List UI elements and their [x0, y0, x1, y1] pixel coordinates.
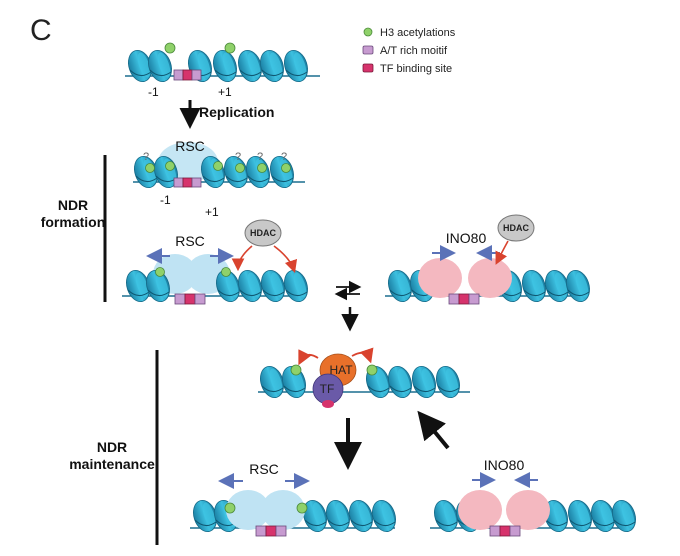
replication-label: Replication: [199, 104, 274, 120]
ino80-complex: [506, 490, 550, 530]
nucleosome: [372, 500, 396, 532]
nucleosome: [213, 50, 237, 82]
question-mark: ?: [281, 151, 287, 163]
ino80-complex: [468, 258, 512, 298]
hat-label: HAT: [329, 363, 353, 377]
formation-label-2: formation: [41, 214, 106, 230]
minus1-label: -1: [160, 193, 171, 207]
diagonal-arrow: [417, 410, 450, 450]
nucleosome: [126, 270, 150, 302]
hdac-label: HDAC: [503, 223, 529, 233]
minus1-label: -1: [148, 85, 159, 99]
question-mark: ?: [257, 151, 263, 163]
acetylation-mark: [224, 42, 236, 54]
nucleosome: [284, 270, 308, 302]
tf-label: TF: [320, 382, 335, 396]
nucleosome-group: [193, 500, 396, 532]
equilibrium-arrows-icon: [334, 280, 362, 301]
nucleosome: [412, 366, 436, 398]
at-motif-legend-icon: [362, 45, 374, 55]
red-arrow: [351, 347, 374, 364]
ino80-label: INO80: [484, 457, 525, 473]
question-mark: ?: [143, 151, 149, 163]
tf-site-legend-icon: [362, 63, 374, 73]
nucleosome: [148, 50, 172, 82]
row-initial: -1 +1: [125, 42, 320, 99]
acetylation-mark: [164, 42, 176, 54]
nucleosome: [260, 366, 284, 398]
rsc-label: RSC: [175, 138, 205, 154]
nucleosome: [522, 270, 546, 302]
nucleosome: [544, 500, 568, 532]
rsc-label: RSC: [249, 461, 279, 477]
nucleosome: [238, 270, 262, 302]
nucleosome-group: [128, 50, 308, 82]
nucleosome: [238, 50, 262, 82]
at-motif-box: [173, 69, 184, 81]
hdac-label: HDAC: [250, 228, 276, 238]
hdac-complex: [497, 214, 535, 242]
formation-label-1: NDR: [58, 197, 88, 213]
nucleosome: [146, 270, 170, 302]
nucleosome: [303, 500, 327, 532]
at-motif-box: [191, 69, 202, 81]
red-arrow: [273, 245, 298, 274]
nucleosome: [388, 366, 412, 398]
row-rsc-maintenance: RSC: [190, 461, 396, 537]
red-arrow: [298, 349, 319, 366]
plus1-label: +1: [218, 85, 232, 99]
question-mark: ?: [235, 151, 241, 163]
nucleosome: [260, 50, 284, 82]
red-arrow: [231, 245, 253, 272]
row-ino80-hdac: INO80 HDAC: [385, 214, 590, 305]
row-hat-tf: HAT TF: [258, 347, 470, 408]
rsc-complex: [226, 490, 270, 530]
ino80-label: INO80: [446, 230, 487, 246]
legend: H3 acetylations A/T rich moitif TF bindi…: [362, 27, 456, 75]
nucleosome: [568, 500, 592, 532]
legend-tf-site: TF binding site: [380, 63, 452, 75]
rsc-complex: [261, 490, 305, 530]
plus1-label: +1: [205, 205, 219, 219]
nucleosome-group: [126, 270, 308, 302]
panel-letter: C: [30, 14, 52, 47]
tf-site-box: [182, 69, 193, 81]
nucleosome: [216, 270, 240, 302]
row-ino80-maintenance: INO80: [430, 457, 636, 537]
nucleosome: [612, 500, 636, 532]
nucleosome: [545, 270, 569, 302]
nucleosome-group: [260, 366, 460, 398]
nucleosome: [284, 50, 308, 82]
nucleosome: [434, 500, 458, 532]
tf-site-box: [322, 400, 334, 408]
maintenance-label-2: maintenance: [69, 456, 155, 472]
rsc-label: RSC: [175, 233, 205, 249]
nucleosome: [261, 270, 285, 302]
row-rsc-question: RSC ? ? ? ? -1 +1: [133, 138, 305, 219]
maintenance-label-1: NDR: [97, 439, 127, 455]
nucleosome: [566, 270, 590, 302]
nucleosome: [193, 500, 217, 532]
hdac-complex: [244, 219, 282, 247]
nucleosome: [326, 500, 350, 532]
red-arrow: [495, 240, 509, 265]
nucleosome: [388, 270, 412, 302]
legend-acetylation: H3 acetylations: [380, 27, 456, 39]
row-rsc-hdac: RSC HDAC: [122, 219, 308, 305]
nucleosome: [349, 500, 373, 532]
nucleosome: [436, 366, 460, 398]
ino80-complex: [458, 490, 502, 530]
nucleosome: [591, 500, 615, 532]
legend-at-motif: A/T rich moitif: [380, 45, 448, 57]
nucleosome-group: [134, 156, 294, 188]
acetylation-legend-icon: [363, 27, 373, 37]
ino80-complex: [418, 258, 462, 298]
